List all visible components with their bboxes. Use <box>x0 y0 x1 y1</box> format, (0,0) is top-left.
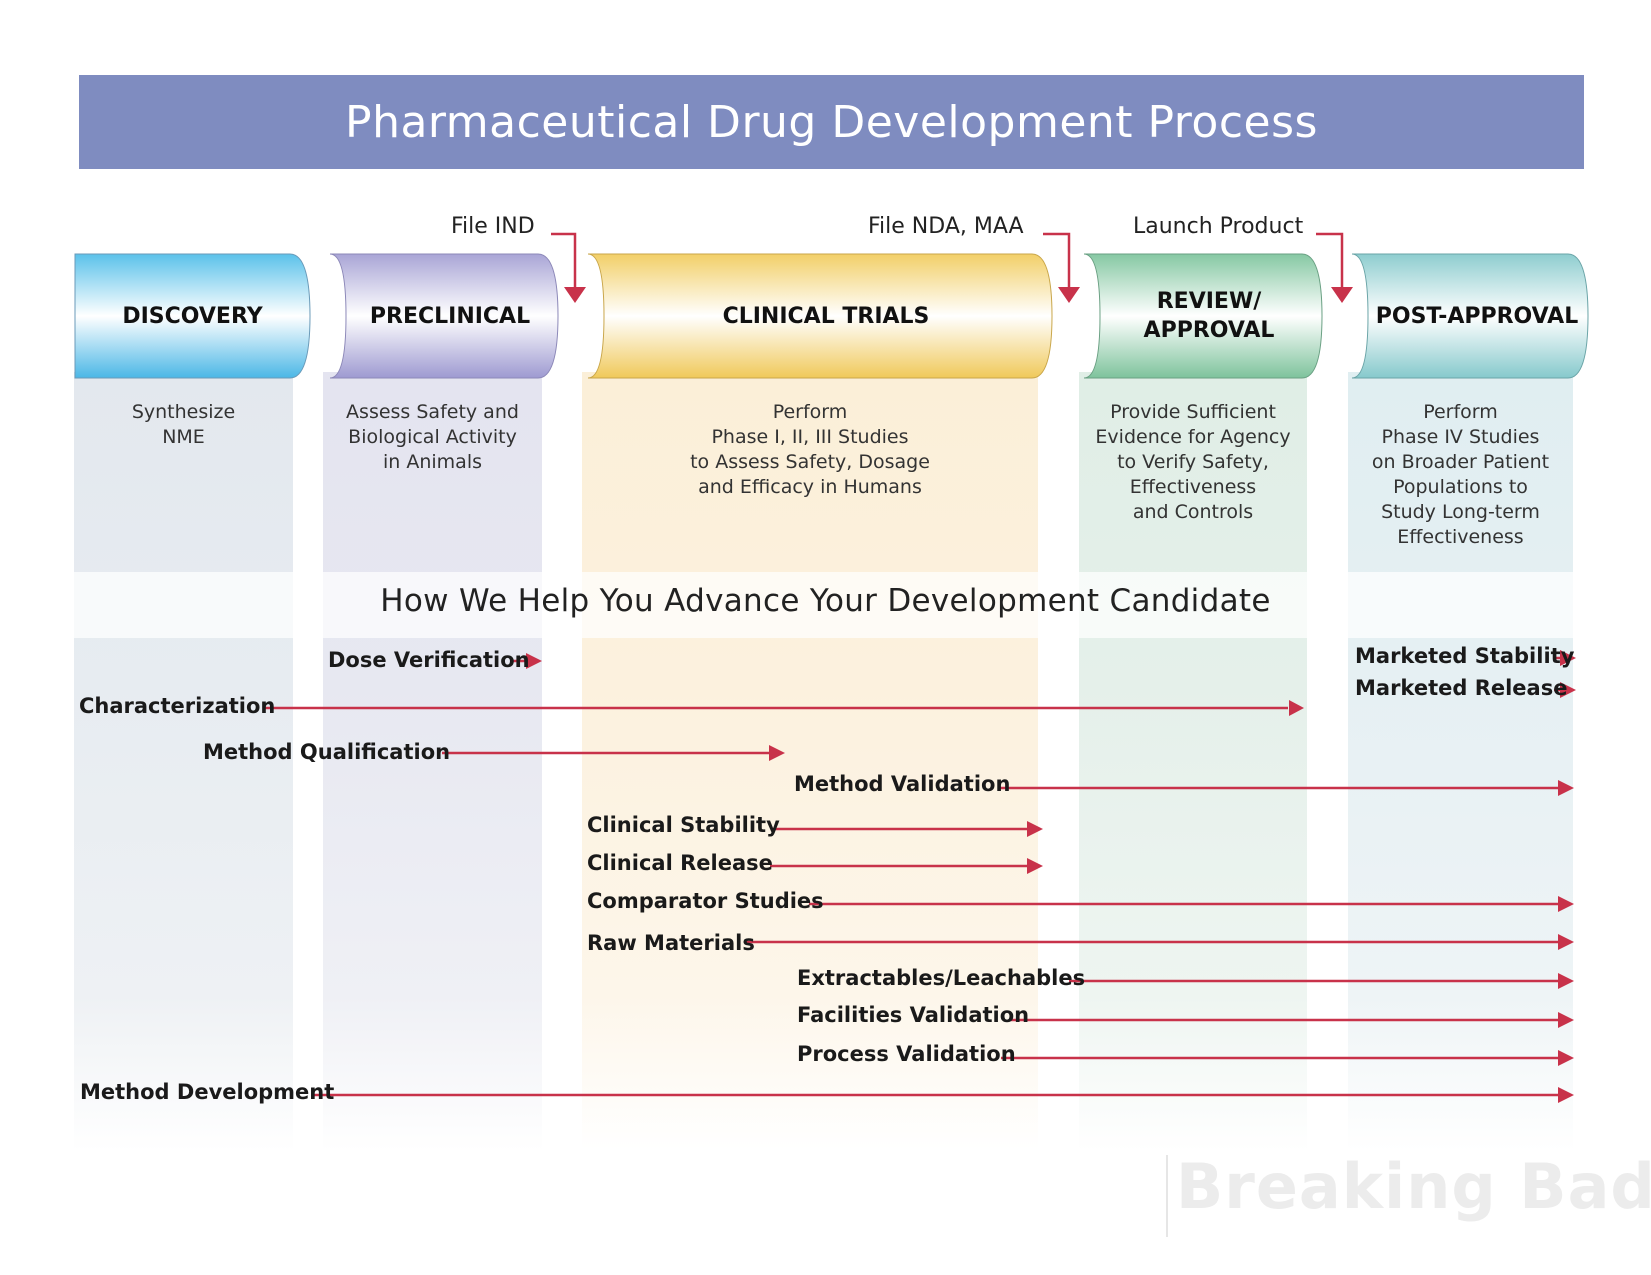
milestone-connectors <box>551 232 1344 292</box>
service-characterization: Characterization <box>79 694 276 718</box>
service-facilities-validation: Facilities Validation <box>797 1003 1030 1027</box>
milestone-arrowheads <box>564 287 1353 303</box>
preclinical-column <box>323 372 542 1152</box>
phase-clinical-trials-description: Perform Phase I, II, III Studies to Asse… <box>690 401 930 498</box>
review-approval-cylinder <box>1083 253 1323 379</box>
service-marketed-release: Marketed Release <box>1355 676 1568 700</box>
phase-banner <box>74 232 1589 379</box>
milestone-launch-product: Launch Product <box>1133 214 1304 239</box>
help-band <box>74 572 1574 638</box>
discovery-column <box>74 372 293 1152</box>
service-method-qualification: Method Qualification <box>203 740 451 764</box>
page-title: Pharmaceutical Drug Development Process <box>345 96 1318 148</box>
clinical-trials-column <box>582 372 1038 1150</box>
preclinical-cylinder <box>329 253 559 379</box>
post-approval-column <box>1348 372 1573 1152</box>
phase-post-approval-description: Perform Phase IV Studies on Broader Pati… <box>1371 401 1550 548</box>
service-clinical-release: Clinical Release <box>587 851 773 875</box>
service-clinical-stability: Clinical Stability <box>587 813 780 837</box>
phase-review-approval-description: Provide Sufficient Evidence for Agency t… <box>1095 401 1291 523</box>
discovery-cylinder <box>74 253 311 379</box>
service-method-development: Method Development <box>80 1080 335 1104</box>
title-bar: Pharmaceutical Drug Development Process <box>79 75 1584 169</box>
help-heading: How We Help You Advance Your Development… <box>380 583 1271 619</box>
review-approval-column <box>1079 372 1307 1152</box>
service-comparator-studies: Comparator Studies <box>587 889 824 913</box>
phase-clinical-trials-label: CLINICAL TRIALS <box>722 303 930 329</box>
milestone-file-ind: File IND <box>451 214 535 239</box>
phase-preclinical-description: Assess Safety and Biological Activity in… <box>346 401 519 473</box>
milestone-file-nda-maa: File NDA, MAA <box>868 214 1024 239</box>
service-dose-verification: Dose Verification <box>328 648 530 672</box>
phase-discovery-label: DISCOVERY <box>122 303 263 329</box>
phase-preclinical-label: PRECLINICAL <box>369 303 531 329</box>
service-process-validation: Process Validation <box>797 1042 1016 1066</box>
watermark-divider <box>1166 1155 1168 1237</box>
service-extractables-leachables: Extractables/Leachables <box>797 966 1086 990</box>
post-approval-cylinder <box>1351 253 1589 379</box>
service-raw-materials: Raw Materials <box>587 931 755 955</box>
watermark: Breaking Bad <box>1176 1150 1651 1223</box>
phase-review-approval-label: REVIEW/ APPROVAL <box>1143 289 1275 343</box>
service-marketed-stability: Marketed Stability <box>1355 644 1575 668</box>
service-method-validation: Method Validation <box>794 772 1011 796</box>
clinical-trials-cylinder <box>587 253 1053 379</box>
phase-post-approval-label: POST-APPROVAL <box>1375 303 1579 329</box>
phase-discovery-description: Synthesize NME <box>131 401 236 448</box>
